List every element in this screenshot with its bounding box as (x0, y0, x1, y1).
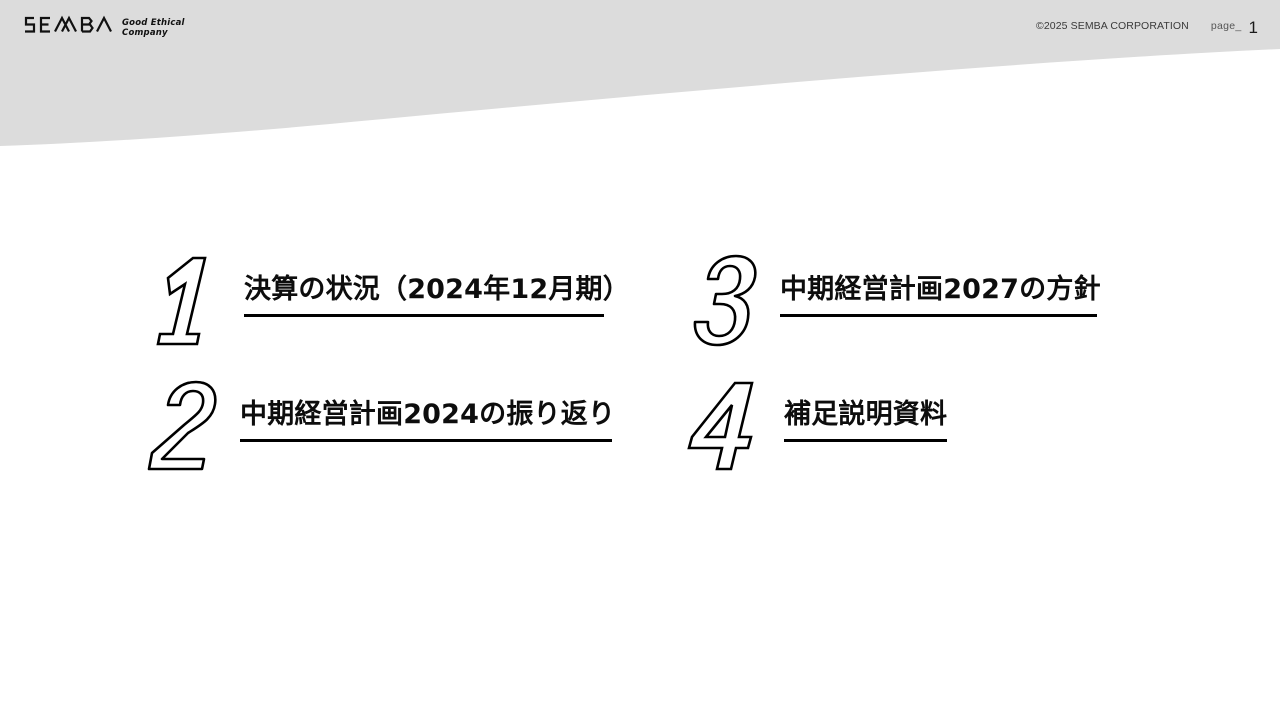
agenda-number-3-icon (676, 250, 772, 350)
agenda-text-4: 補足説明資料 (784, 375, 947, 442)
agenda-underline-3 (780, 314, 1097, 317)
agenda-underline-2 (240, 439, 612, 442)
agenda-text-2: 中期経営計画2024の振り返り (240, 375, 615, 442)
brand-logo[interactable]: Good Ethical Company (22, 14, 185, 41)
agenda-underline-1 (244, 314, 604, 317)
agenda-item-2[interactable]: 中期経営計画2024の振り返り (136, 375, 615, 475)
agenda-underline-4 (784, 439, 947, 442)
agenda-number-1-icon (140, 250, 236, 350)
agenda-text-1: 決算の状況（2024年12月期） (244, 250, 630, 317)
agenda-item-3[interactable]: 中期経営計画2027の方針 (676, 250, 1101, 350)
brand-tagline: Good Ethical Company (122, 17, 185, 39)
agenda-label-3: 中期経営計画2027の方針 (780, 274, 1101, 305)
agenda-label-4: 補足説明資料 (784, 399, 948, 430)
page-label: page_ (1210, 20, 1242, 32)
agenda-number-4-icon (676, 375, 772, 475)
agenda-number-2-icon (136, 375, 232, 475)
semba-wordmark-icon (22, 14, 112, 41)
agenda-label-1: 決算の状況（2024年12月期） (244, 274, 630, 305)
header: Good Ethical Company ©2025 SEMBA CORPORA… (0, 0, 1280, 52)
agenda-text-3: 中期経営計画2027の方針 (780, 250, 1101, 317)
agenda-item-4[interactable]: 補足説明資料 (676, 375, 947, 475)
agenda-item-1[interactable]: 決算の状況（2024年12月期） (140, 250, 630, 350)
copyright-text: ©2025 SEMBA CORPORATION (1036, 20, 1189, 32)
header-right-cluster: ©2025 SEMBA CORPORATION page_ 1 (1036, 0, 1258, 52)
page-number: 1 (1248, 17, 1258, 37)
agenda-label-2: 中期経営計画2024の振り返り (240, 399, 616, 430)
